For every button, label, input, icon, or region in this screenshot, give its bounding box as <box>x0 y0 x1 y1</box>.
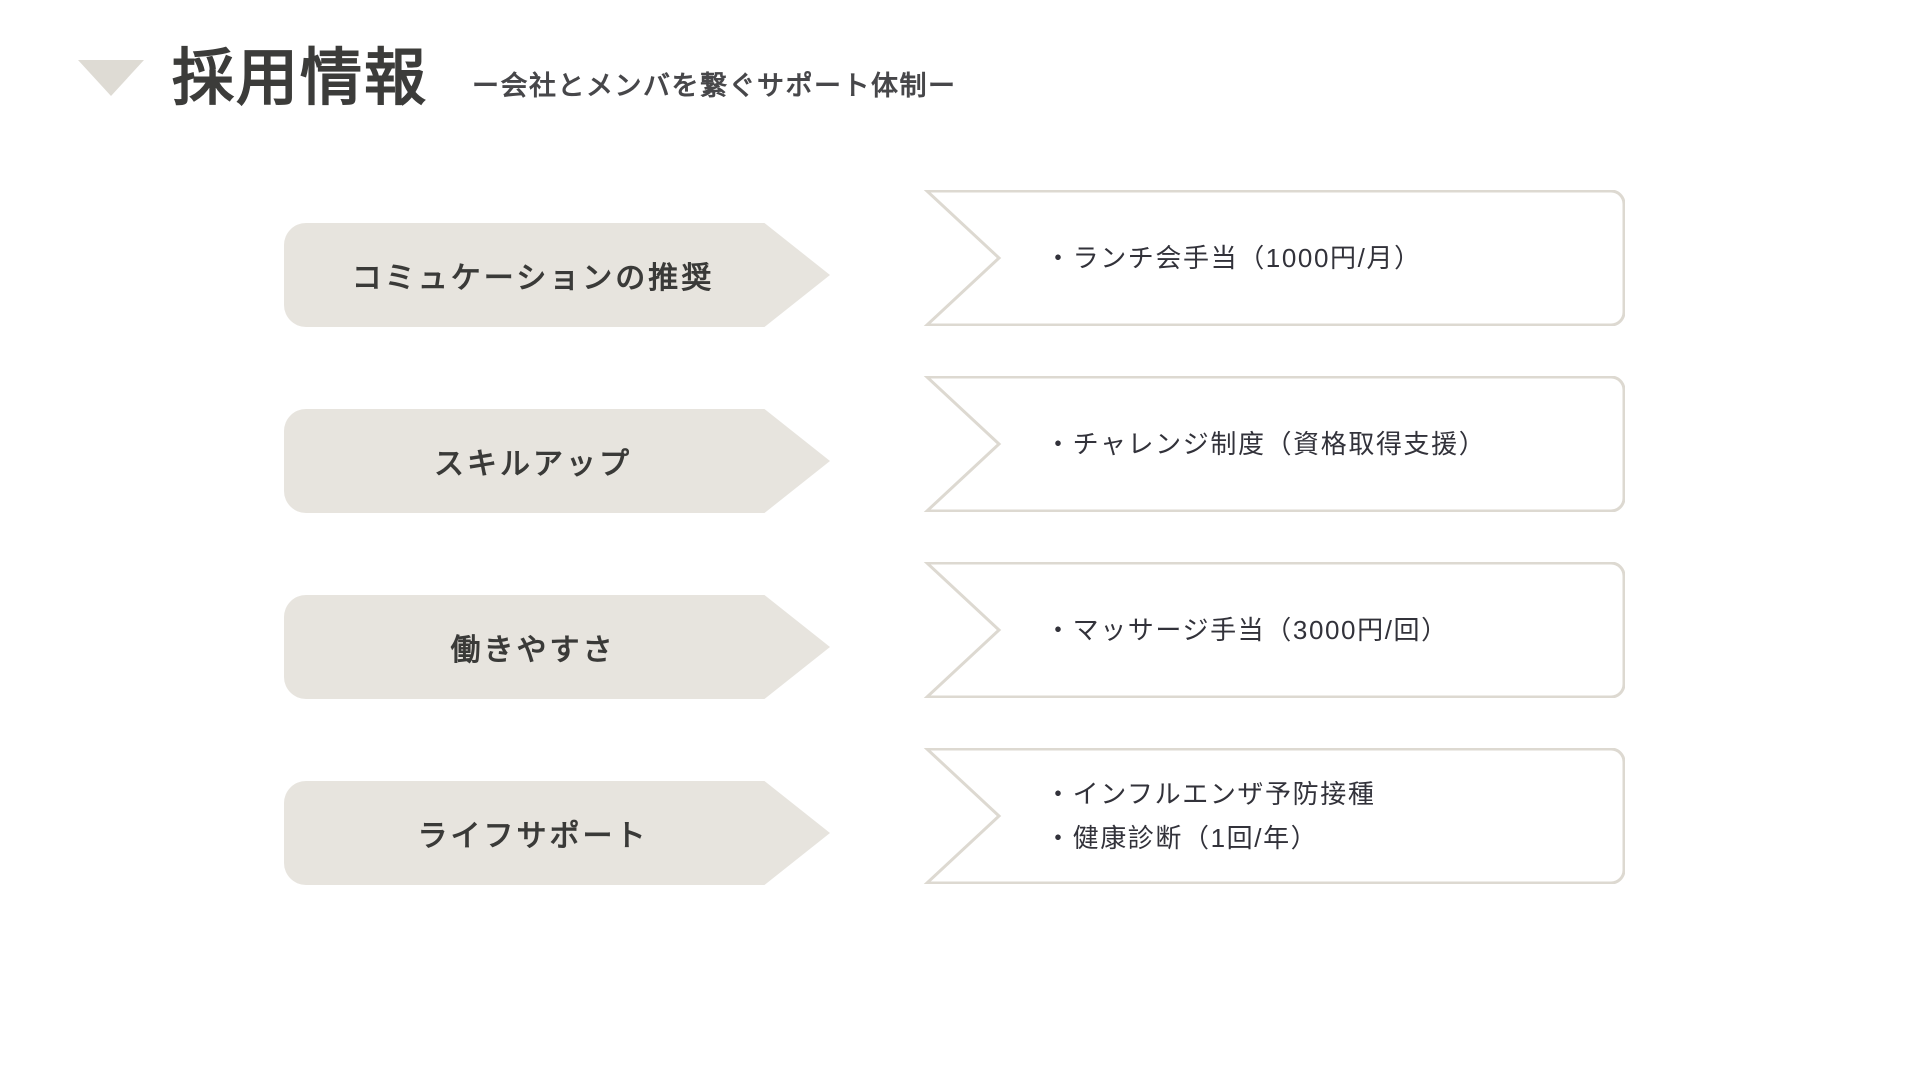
category-tag-label: ライフサポート <box>417 820 649 853</box>
category-tag[interactable]: コミュケーションの推奨 <box>284 223 830 327</box>
category-tag-label: スキルアップ <box>434 448 632 481</box>
page-title: 採用情報 <box>172 44 429 113</box>
category-tag-label: コミュケーションの推奨 <box>351 262 715 295</box>
category-tag[interactable]: ライフサポート <box>284 781 830 885</box>
benefit-detail-box[interactable]: ・インフルエンザ予防接種 ・健康診断（1回/年） <box>913 748 1625 884</box>
benefit-detail-text: ・インフルエンザ予防接種 ・健康診断（1回/年） <box>1045 748 1375 884</box>
benefit-row: スキルアップ ・チャレンジ制度（資格取得支援） <box>0 368 1920 554</box>
notched-box-outline <box>923 748 1625 884</box>
benefit-rows: コミュケーションの推奨 ・ランチ会手当（1000円/月） スキルアップ <box>0 182 1920 926</box>
benefit-detail-text: ・ランチ会手当（1000円/月） <box>1045 190 1422 326</box>
category-tag-label: 働きやすさ <box>450 634 616 667</box>
category-tag[interactable]: スキルアップ <box>284 409 830 513</box>
page-subtitle: ー会社とメンバを繋ぐサポート体制ー <box>472 71 957 101</box>
benefit-item: ・ランチ会手当（1000円/月） <box>1045 242 1422 273</box>
benefit-detail-box[interactable]: ・チャレンジ制度（資格取得支援） <box>913 376 1625 512</box>
notched-box-outline <box>923 190 1625 326</box>
notched-box-outline <box>923 376 1625 512</box>
benefit-item: ・チャレンジ制度（資格取得支援） <box>1045 428 1487 459</box>
benefit-item: ・健康診断（1回/年） <box>1045 823 1319 853</box>
benefit-item: ・インフルエンザ予防接種 <box>1045 778 1376 809</box>
benefit-detail-text: ・チャレンジ制度（資格取得支援） <box>1045 376 1486 512</box>
notched-box-outline <box>923 562 1625 698</box>
slide-header: 採用情報 ー会社とメンバを繋ぐサポート体制ー <box>78 48 957 110</box>
triangle-down-icon <box>78 60 144 96</box>
benefit-detail-box[interactable]: ・ランチ会手当（1000円/月） <box>913 190 1625 326</box>
benefit-row: ライフサポート ・インフルエンザ予防接種 ・健康診断（1回/年） <box>0 740 1920 926</box>
benefit-detail-box[interactable]: ・マッサージ手当（3000円/回） <box>913 562 1625 698</box>
benefit-row: 働きやすさ ・マッサージ手当（3000円/回） <box>0 554 1920 740</box>
benefit-item: ・マッサージ手当（3000円/回） <box>1045 614 1449 645</box>
category-tag[interactable]: 働きやすさ <box>284 595 830 699</box>
benefit-detail-text: ・マッサージ手当（3000円/回） <box>1045 562 1449 698</box>
benefit-row: コミュケーションの推奨 ・ランチ会手当（1000円/月） <box>0 182 1920 368</box>
